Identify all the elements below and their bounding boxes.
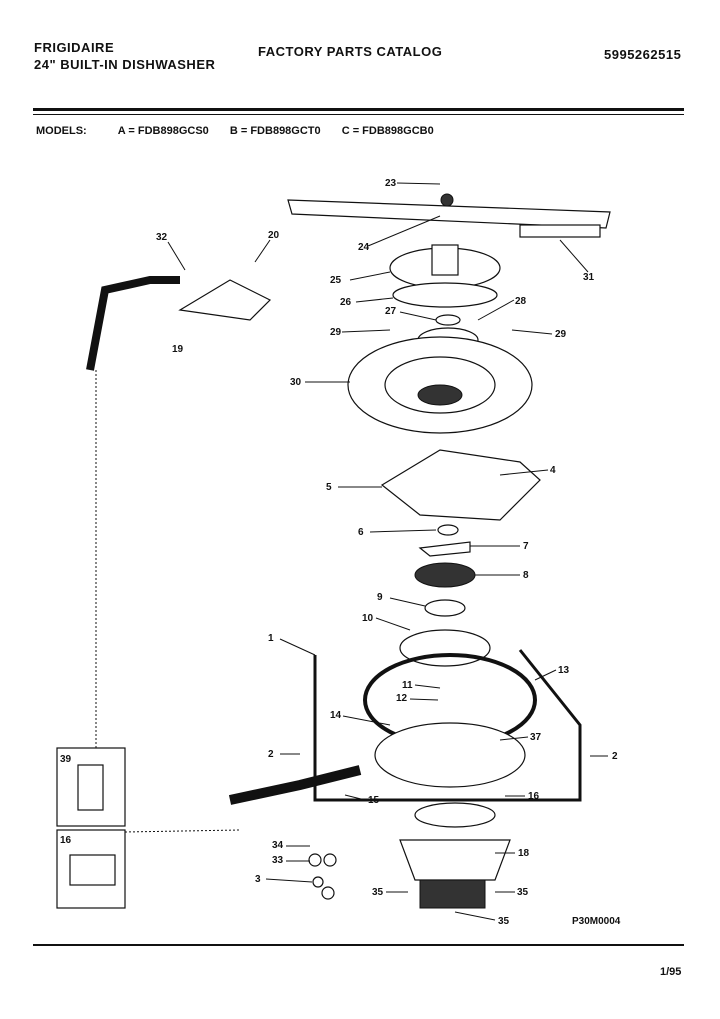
- catalog-title: FACTORY PARTS CATALOG: [258, 44, 443, 59]
- callout-35-left: 35: [372, 887, 384, 898]
- fastener: [321, 886, 335, 900]
- callout-16-right: 16: [528, 791, 540, 802]
- callout-20: 20: [268, 230, 280, 241]
- heating-element: [313, 649, 582, 802]
- drawing-code: P30M0004: [572, 916, 621, 927]
- wash-arm-19: [178, 279, 272, 321]
- model-a: A = FDB898GCS0: [117, 125, 209, 137]
- callout-1: 1: [268, 633, 274, 644]
- callout-37: 37: [530, 732, 542, 743]
- callout-2-left: 2: [268, 749, 274, 760]
- callout-34: 34: [272, 840, 284, 851]
- callout-24: 24: [358, 242, 370, 253]
- motor-assembly: [399, 802, 511, 909]
- exploded-parts-diagram: 23 24 31 32 20 19 25 26 28 27 29 29 30 4…: [56, 178, 621, 927]
- pump-housing: [347, 336, 533, 434]
- callout-39: 39: [60, 754, 72, 765]
- model-b: B = FDB898GCT0: [229, 125, 321, 137]
- callout-35-right: 35: [517, 887, 529, 898]
- leader-dashed-2: [124, 829, 241, 833]
- drain-hose: [86, 276, 180, 371]
- models-label: MODELS:: [36, 125, 87, 137]
- seal-9: [424, 599, 466, 617]
- callout-12: 12: [396, 693, 408, 704]
- drain-hose-15: [228, 765, 362, 805]
- callout-15: 15: [368, 795, 380, 806]
- model-c: C = FDB898GCB0: [341, 125, 434, 137]
- callout-25: 25: [330, 275, 342, 286]
- catalog-part-number: 5995262515: [604, 47, 682, 62]
- callout-19: 19: [172, 344, 184, 355]
- callout-28: 28: [515, 296, 527, 307]
- callout-16-inset: 16: [60, 835, 72, 846]
- spray-arm-support: [389, 244, 501, 308]
- leader-lines: [167, 182, 608, 921]
- callout-5: 5: [326, 482, 332, 493]
- chopper-plate: [380, 449, 541, 521]
- callout-14: 14: [330, 710, 342, 721]
- part-39-shape: [77, 764, 104, 811]
- callout-27: 27: [385, 306, 397, 317]
- callout-30: 30: [290, 377, 302, 388]
- callout-8: 8: [523, 570, 529, 581]
- callout-35-bottom: 35: [498, 916, 510, 927]
- header-rule-thin: [33, 114, 684, 115]
- brand-name: FRIGIDAIRE: [34, 40, 115, 55]
- models-row: MODELS: A = FDB898GCS0 B = FDB898GCT0 C …: [36, 125, 452, 137]
- impeller-7: [418, 541, 471, 557]
- impeller-8: [414, 562, 476, 588]
- header-rule: [33, 108, 684, 111]
- callout-3: 3: [255, 874, 261, 885]
- callout-33: 33: [272, 855, 284, 866]
- part-16-shape: [69, 854, 116, 886]
- callout-10: 10: [362, 613, 374, 624]
- callout-18: 18: [518, 848, 530, 859]
- callout-9: 9: [377, 592, 383, 603]
- callout-31: 31: [583, 272, 595, 283]
- callout-4: 4: [550, 465, 556, 476]
- sump: [374, 722, 526, 788]
- fastener: [312, 876, 324, 888]
- callout-32: 32: [156, 232, 168, 243]
- callout-29-left: 29: [330, 327, 342, 338]
- washer-27: [435, 314, 461, 326]
- callout-29-right: 29: [555, 329, 567, 340]
- revision-date: 1/95: [660, 966, 682, 978]
- product-name: 24" BUILT-IN DISHWASHER: [34, 57, 216, 72]
- fastener: [323, 853, 337, 867]
- callout-6: 6: [358, 527, 364, 538]
- fastener: [308, 853, 322, 867]
- footer-rule: [33, 944, 684, 946]
- upper-spray-arm: [287, 193, 611, 238]
- o-ring-6: [437, 524, 459, 536]
- callout-2-right: 2: [612, 751, 618, 762]
- callout-11: 11: [402, 680, 413, 691]
- callout-13: 13: [558, 665, 570, 676]
- callout-23: 23: [385, 178, 397, 189]
- callout-7: 7: [523, 541, 529, 552]
- callout-26: 26: [340, 297, 352, 308]
